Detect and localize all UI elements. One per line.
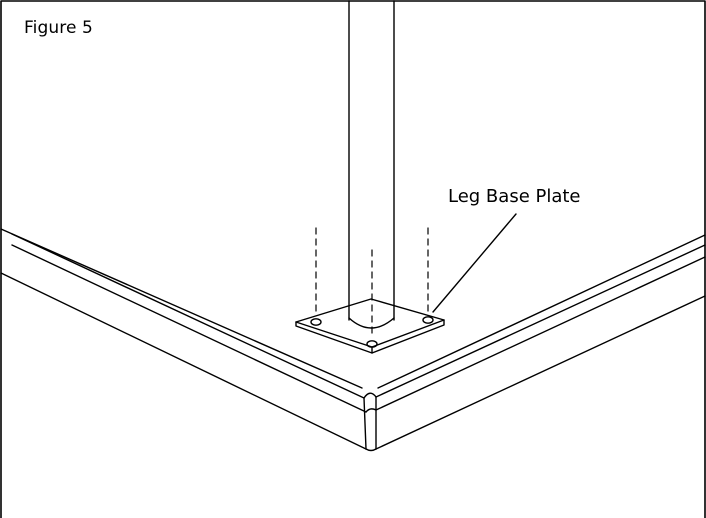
table-skirt-left-bottom xyxy=(0,272,367,450)
table-corner-bevel xyxy=(363,392,377,413)
table-edge-right-bottom xyxy=(375,256,706,411)
table-skirt-right-bottom xyxy=(375,295,706,450)
table-corner-left-vertical xyxy=(363,397,367,450)
figure-label: Figure 5 xyxy=(24,18,93,38)
leg-base-plate-callout: Leg Base Plate xyxy=(448,186,581,207)
bolt-hole xyxy=(310,318,322,326)
leg-tube-bottom-curve xyxy=(348,317,395,329)
table-top-left-back-edge xyxy=(0,228,363,389)
table-edge-left-top xyxy=(11,233,365,399)
callout-leader-line xyxy=(432,213,517,313)
leg-base-plate-top xyxy=(295,298,445,348)
table-edge-right-top xyxy=(375,244,706,398)
table-corner-bottom xyxy=(365,448,377,452)
table-edge-left-bottom xyxy=(11,244,367,413)
bolt-hole xyxy=(366,340,378,348)
table-top-right-back-edge xyxy=(377,234,706,389)
bolt-hole xyxy=(422,316,434,324)
